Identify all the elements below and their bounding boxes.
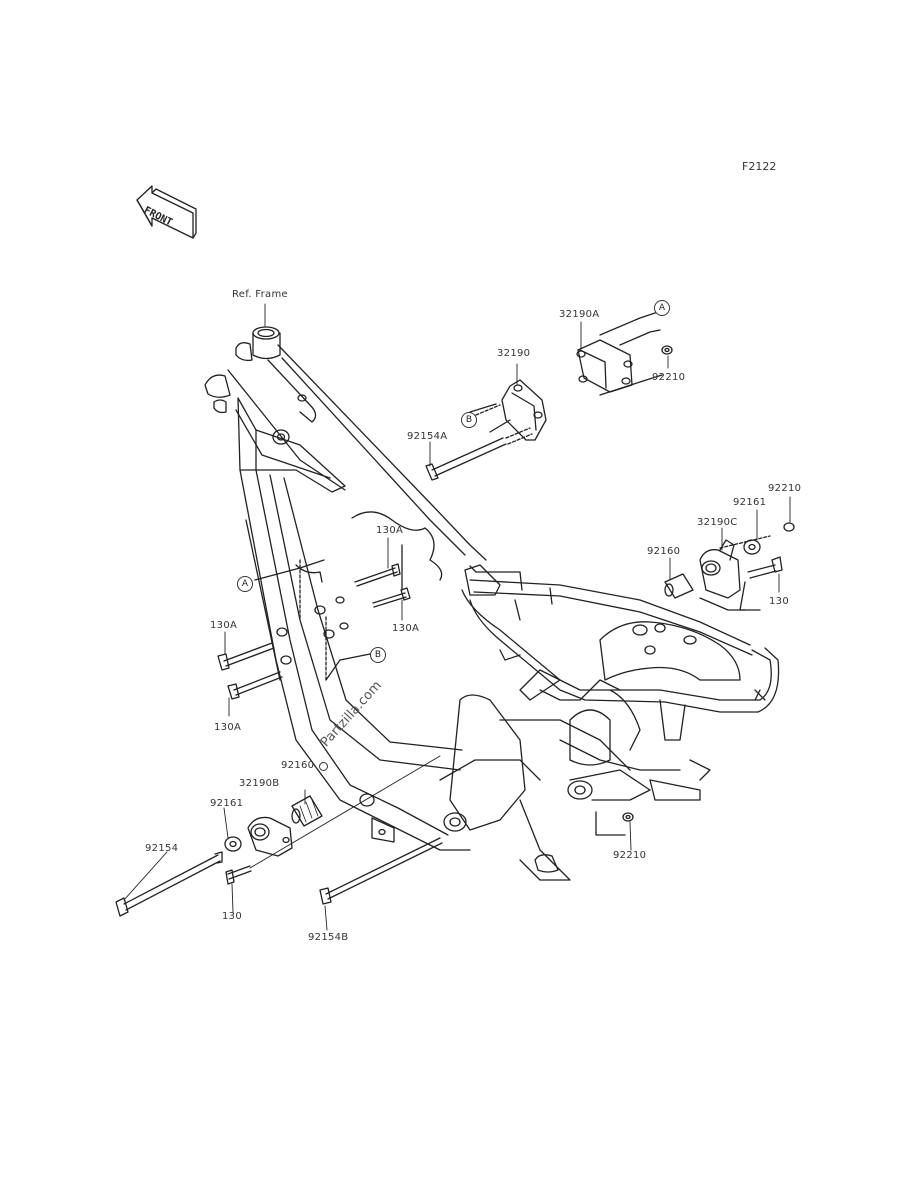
part-92161-right[interactable]: 92161 bbox=[733, 497, 767, 508]
part-130-right[interactable]: 130 bbox=[769, 596, 789, 607]
part-92161-left[interactable]: 92161 bbox=[210, 798, 244, 809]
part-130-left[interactable]: 130 bbox=[222, 911, 242, 922]
bolt-92154 bbox=[115, 851, 223, 917]
part-92210-top[interactable]: 92210 bbox=[652, 372, 686, 383]
part-92154a[interactable]: 92154A bbox=[407, 431, 448, 442]
part-92154b[interactable]: 92154B bbox=[308, 932, 349, 943]
part-130a-center-top[interactable]: 130A bbox=[376, 525, 404, 536]
callout-b-left[interactable]: B bbox=[370, 647, 386, 663]
part-92210-bottom[interactable]: 92210 bbox=[613, 850, 647, 861]
part-92154[interactable]: 92154 bbox=[145, 843, 179, 854]
part-130a-center[interactable]: 130A bbox=[392, 623, 420, 634]
part-130a-left-bottom[interactable]: 130A bbox=[214, 722, 242, 733]
part-130a-left-top[interactable]: 130A bbox=[210, 620, 238, 631]
part-92160-right[interactable]: 92160 bbox=[647, 546, 681, 557]
part-92160-left[interactable]: 92160 bbox=[281, 760, 315, 771]
front-arrow-icon bbox=[136, 185, 197, 239]
part-32190[interactable]: 32190 bbox=[497, 348, 531, 359]
bracket-32190b bbox=[247, 816, 293, 857]
part-32190a[interactable]: 32190A bbox=[559, 309, 600, 320]
ref-frame-label: Ref. Frame bbox=[232, 289, 288, 300]
callout-a-left[interactable]: A bbox=[237, 576, 253, 592]
part-92210-right[interactable]: 92210 bbox=[768, 483, 802, 494]
part-92160-left-marker bbox=[319, 762, 328, 771]
callout-b-top[interactable]: B bbox=[461, 412, 477, 428]
diagram-code: F2122 bbox=[742, 160, 777, 173]
bolt-92154b bbox=[319, 837, 443, 905]
part-32190c[interactable]: 32190C bbox=[697, 517, 738, 528]
bracket-32190 bbox=[469, 379, 547, 441]
callout-a-top[interactable]: A bbox=[654, 300, 670, 316]
part-32190b[interactable]: 32190B bbox=[239, 778, 280, 789]
bracket-32190c bbox=[699, 539, 741, 599]
bolt-92154a bbox=[425, 427, 533, 481]
bracket-32190a bbox=[576, 311, 663, 396]
